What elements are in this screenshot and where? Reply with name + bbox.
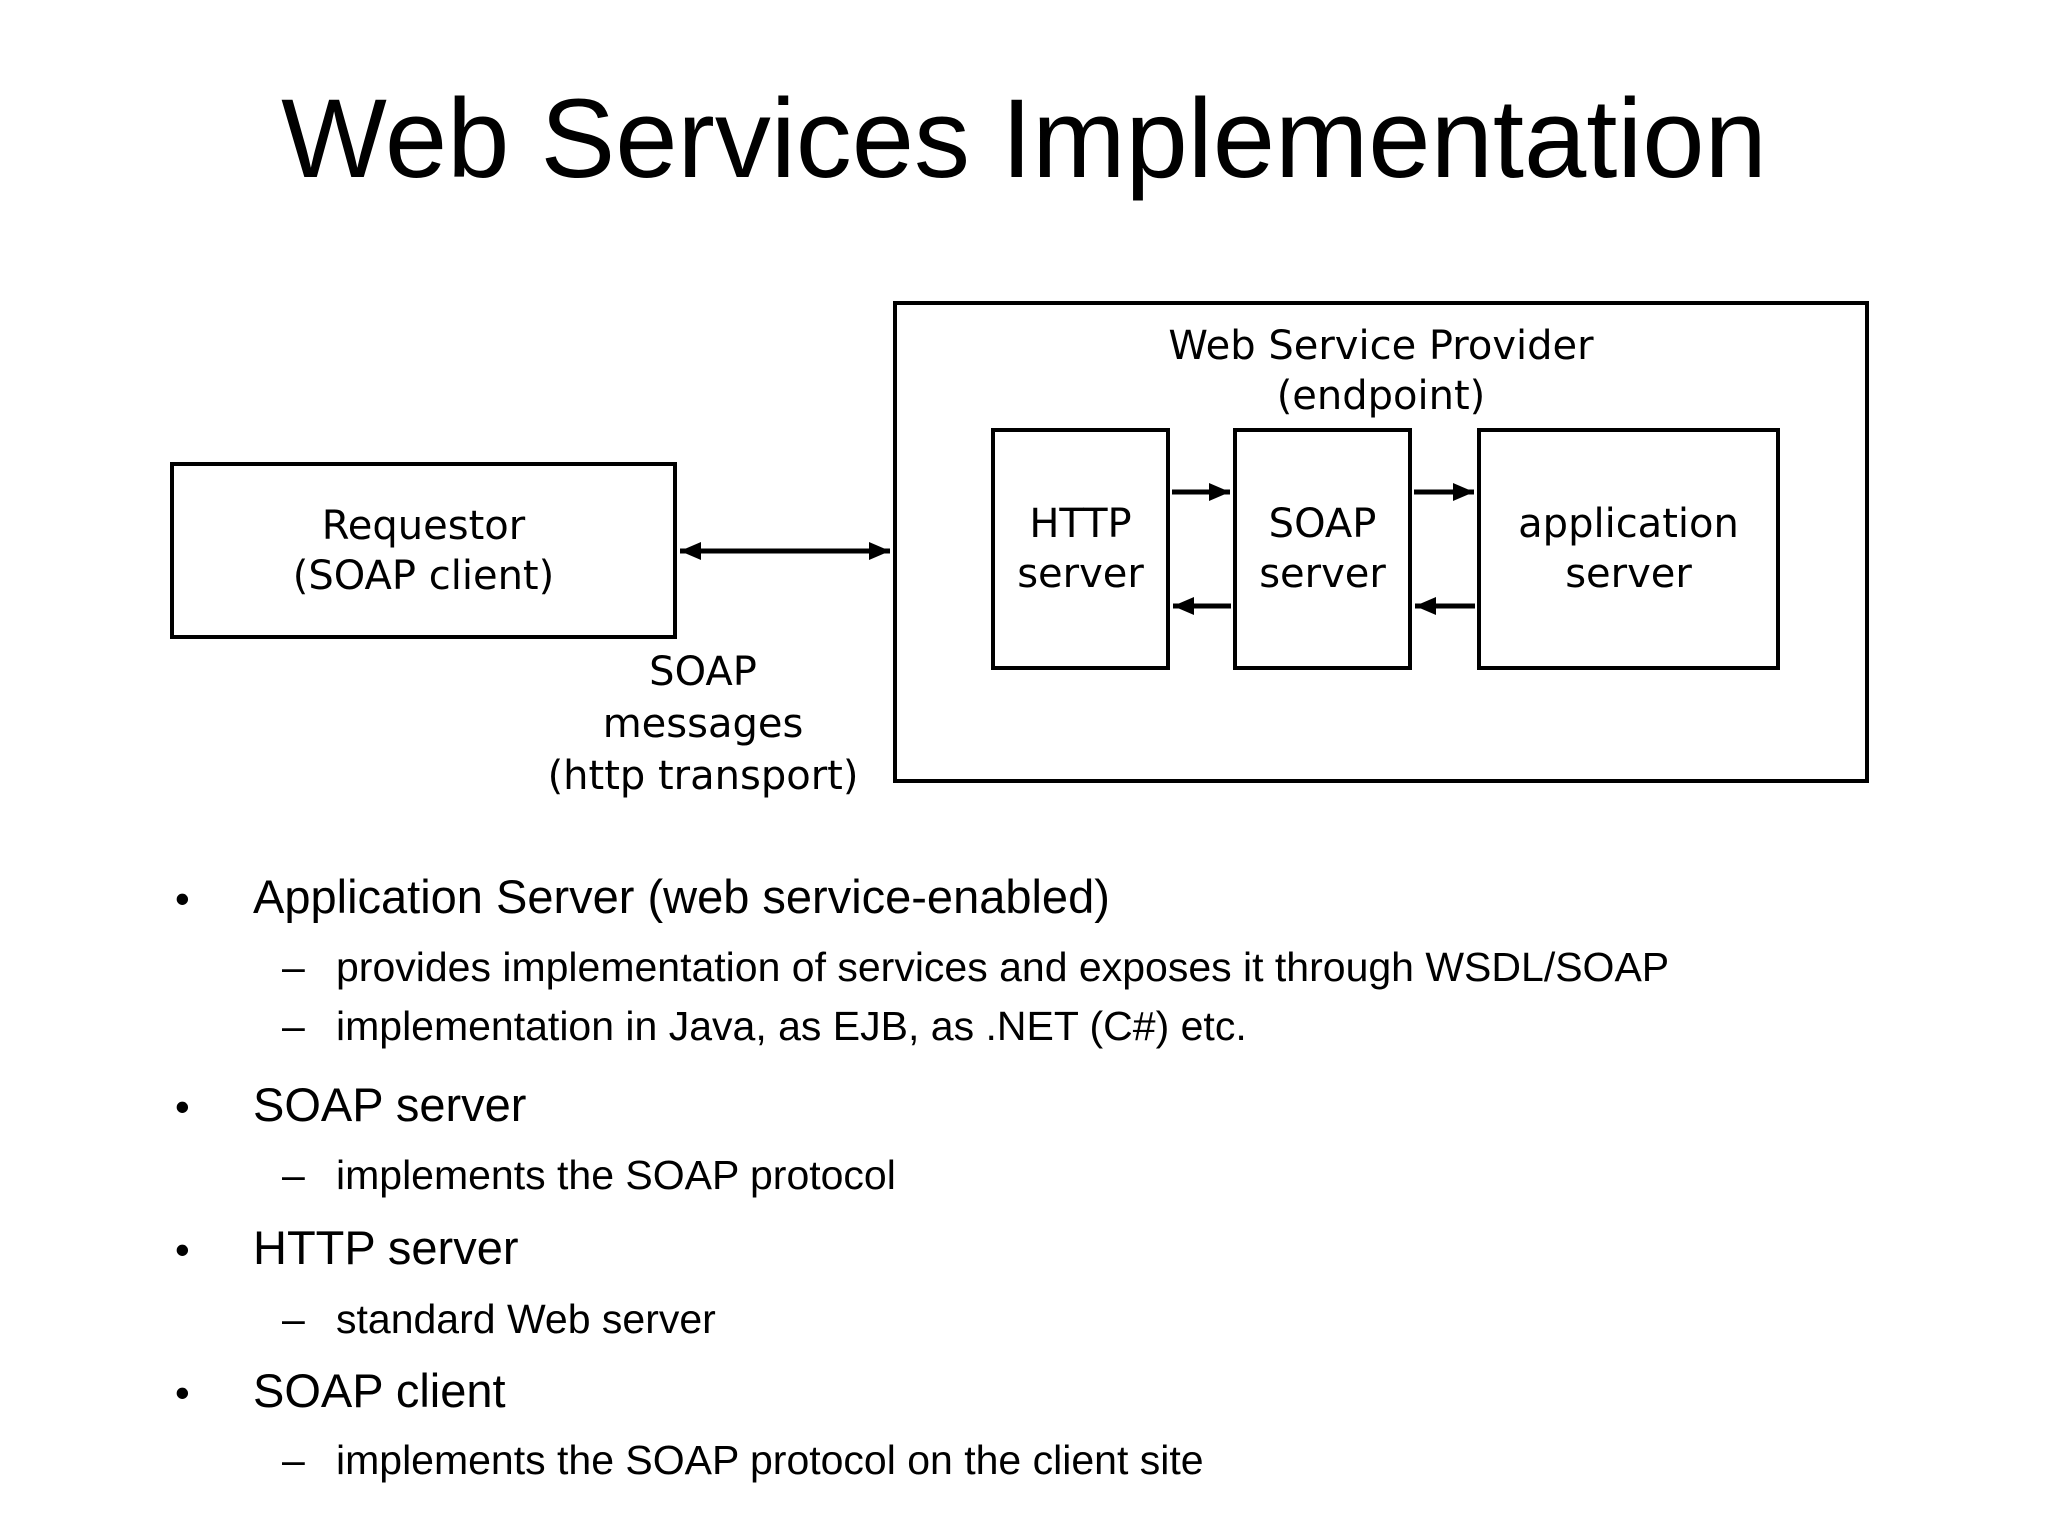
sub-bullet-text: implements the SOAP protocol <box>336 1152 896 1198</box>
application-server-label-line1: application <box>1518 501 1739 547</box>
sub-bullet-item: – implements the SOAP protocol on the cl… <box>282 1437 1204 1484</box>
bullet-text: SOAP client <box>253 1364 506 1417</box>
soap-messages-line1: SOAP <box>649 649 757 695</box>
bullet-item: • HTTP server <box>175 1221 519 1275</box>
provider-title-line2: (endpoint) <box>1276 373 1486 419</box>
bullet-text: SOAP server <box>253 1078 527 1131</box>
sub-bullet-marker: – <box>282 944 305 990</box>
sub-bullet-marker: – <box>282 1003 305 1049</box>
bullet-marker: • <box>175 1083 190 1130</box>
application-server-box: application server <box>1477 428 1780 670</box>
requestor-label-line2: (SOAP client) <box>292 552 555 599</box>
application-server-label-line2: server <box>1565 551 1692 597</box>
http-server-label-line2: server <box>1017 551 1144 597</box>
bullet-text: HTTP server <box>253 1221 519 1274</box>
soap-messages-label: SOAP messages (http transport) <box>483 646 923 802</box>
bullet-item: • Application Server (web service-enable… <box>175 870 1110 924</box>
soap-server-box: SOAP server <box>1233 428 1412 670</box>
sub-bullet-item: – implementation in Java, as EJB, as .NE… <box>282 1003 1247 1050</box>
sub-bullet-item: – provides implementation of services an… <box>282 944 1669 991</box>
requestor-label-line1: Requestor <box>321 502 526 549</box>
provider-title: Web Service Provider (endpoint) <box>897 321 1865 421</box>
sub-bullet-marker: – <box>282 1152 305 1198</box>
soap-messages-line2: messages <box>602 701 804 747</box>
bullet-marker: • <box>175 875 190 922</box>
bullet-item: • SOAP server <box>175 1078 526 1132</box>
soap-server-label-line2: server <box>1259 551 1386 597</box>
provider-title-line1: Web Service Provider <box>1168 323 1594 369</box>
bullet-marker: • <box>175 1226 190 1273</box>
sub-bullet-item: – standard Web server <box>282 1296 716 1343</box>
sub-bullet-item: – implements the SOAP protocol <box>282 1152 896 1199</box>
http-server-box: HTTP server <box>991 428 1170 670</box>
soap-server-label-line1: SOAP <box>1268 501 1377 547</box>
bullet-marker: • <box>175 1369 190 1416</box>
http-server-label-line1: HTTP <box>1029 501 1132 547</box>
requestor-box: Requestor (SOAP client) <box>170 462 677 639</box>
sub-bullet-marker: – <box>282 1296 305 1342</box>
sub-bullet-text: implements the SOAP protocol on the clie… <box>336 1437 1204 1483</box>
sub-bullet-text: standard Web server <box>336 1296 716 1342</box>
sub-bullet-text: implementation in Java, as EJB, as .NET … <box>336 1003 1247 1049</box>
bullet-item: • SOAP client <box>175 1364 506 1418</box>
sub-bullet-text: provides implementation of services and … <box>336 944 1670 990</box>
sub-bullet-marker: – <box>282 1437 305 1483</box>
soap-messages-line3: (http transport) <box>547 753 859 799</box>
page-title: Web Services Implementation <box>281 76 1767 201</box>
bullet-text: Application Server (web service-enabled) <box>253 870 1110 923</box>
